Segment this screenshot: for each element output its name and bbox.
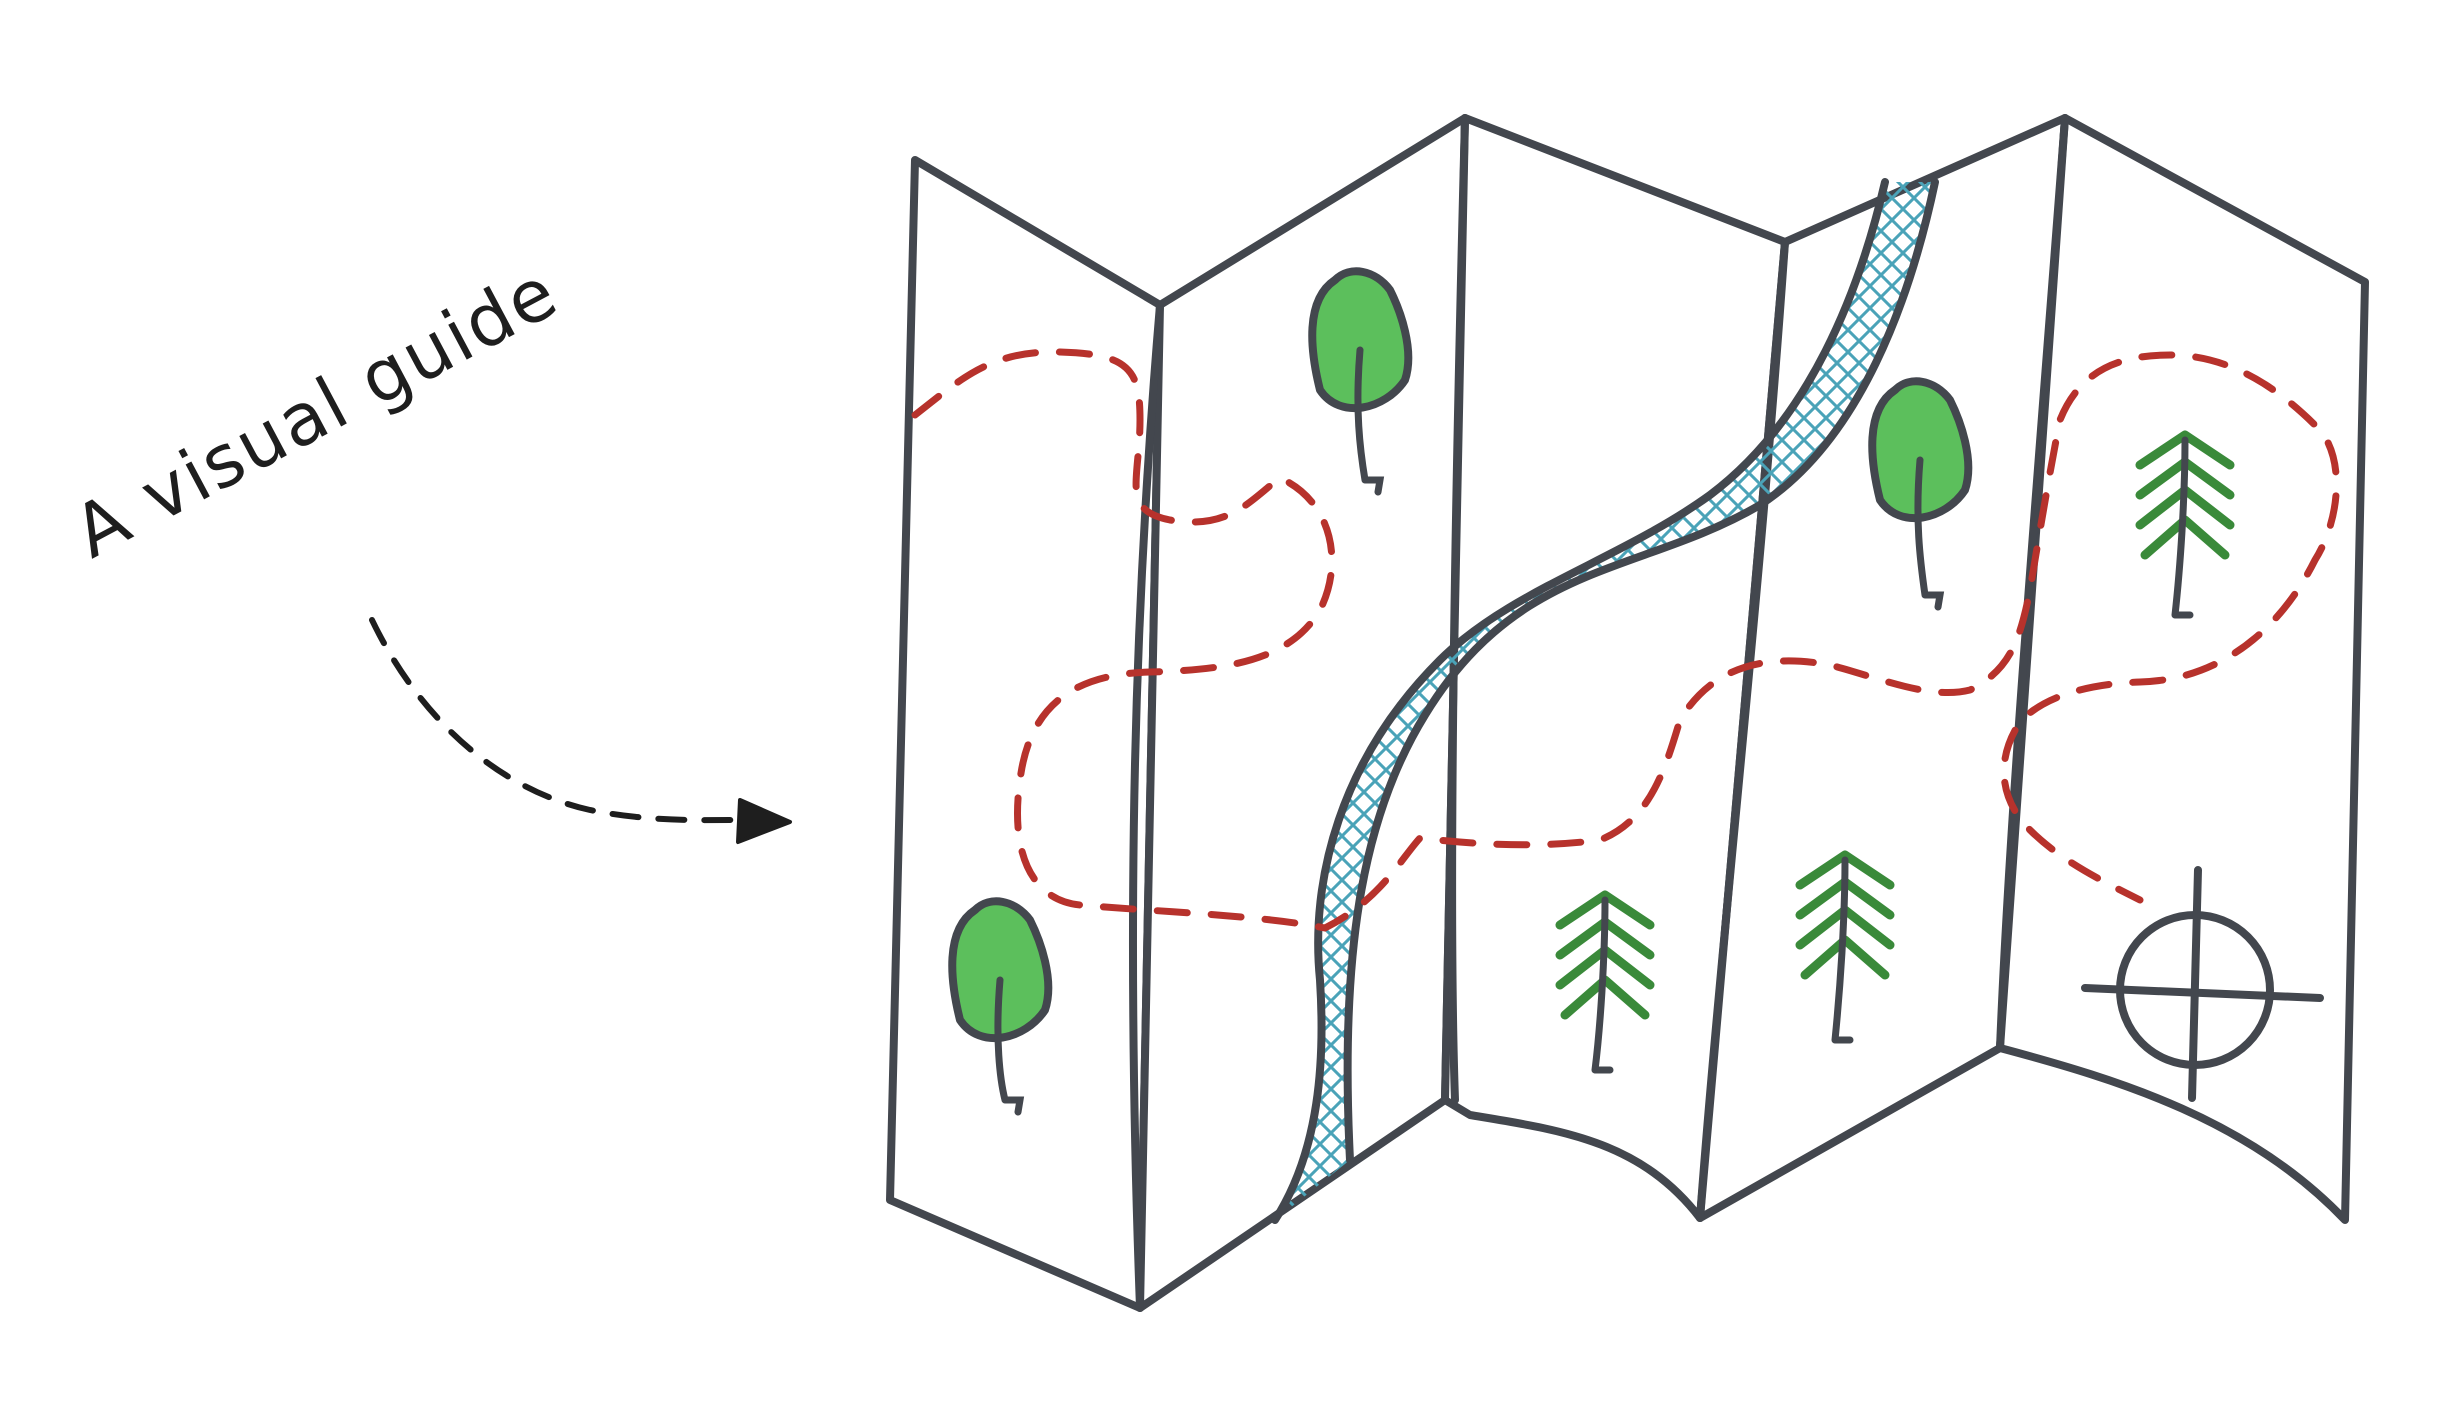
map-panel-1 bbox=[886, 156, 1164, 1312]
deciduous-tree-icon bbox=[1868, 377, 1973, 611]
dashed-trail bbox=[911, 348, 2340, 932]
pine-tree-icon bbox=[1555, 890, 1655, 1074]
map-panel-3 bbox=[1441, 114, 1789, 1222]
map-panel-5 bbox=[1996, 114, 2369, 1224]
crosshair-target-icon bbox=[2081, 866, 2324, 1102]
deciduous-tree-icon bbox=[1308, 267, 1413, 496]
dashed-arrow-icon bbox=[369, 617, 792, 844]
river bbox=[1271, 178, 1939, 1224]
pine-tree-icon bbox=[1795, 850, 1895, 1044]
pine-tree-icon bbox=[2135, 430, 2235, 619]
folded-map bbox=[886, 114, 2369, 1312]
deciduous-tree-icon bbox=[948, 897, 1053, 1116]
